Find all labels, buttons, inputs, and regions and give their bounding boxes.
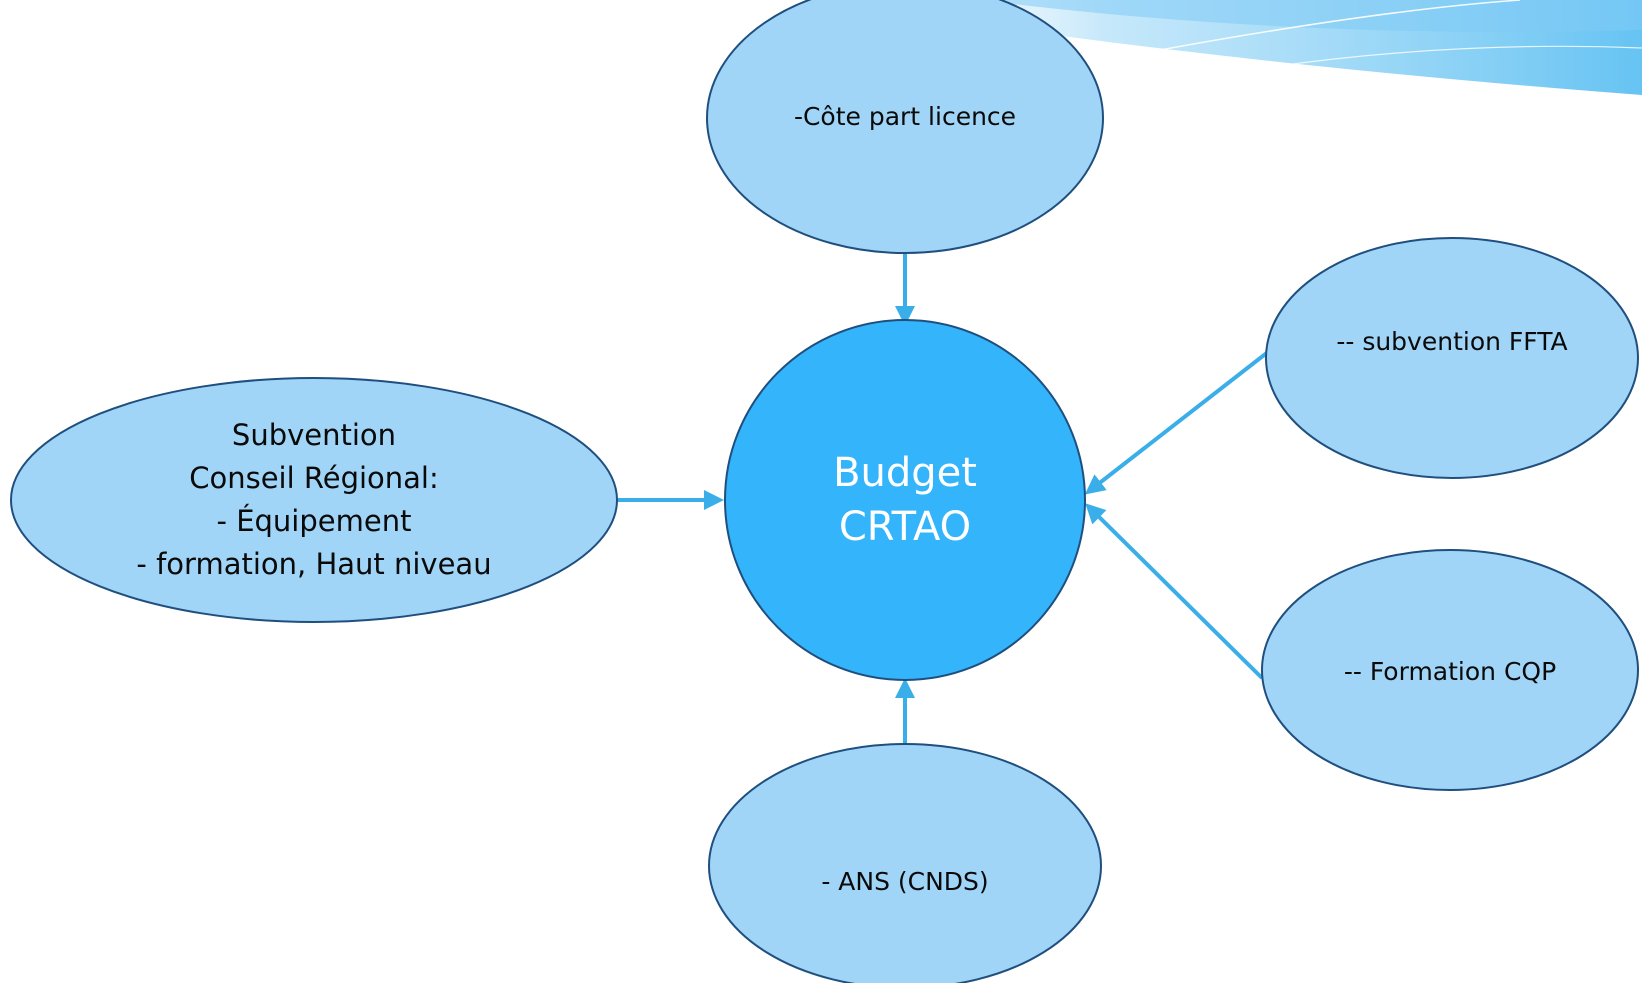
node-bottom-label: - ANS (CNDS) <box>821 867 988 896</box>
node-bottom: - ANS (CNDS) <box>708 743 1102 983</box>
node-left-shape <box>10 377 618 623</box>
node-center: Budget CRTAO <box>724 319 1086 681</box>
node-right-top: -- subvention FFTA <box>1265 237 1639 479</box>
node-top-label: -Côte part licence <box>794 102 1016 131</box>
node-left: Subvention Conseil Régional: - Équipemen… <box>10 377 618 623</box>
node-right-top-shape <box>1265 237 1639 479</box>
node-top: -Côte part licence <box>706 0 1104 254</box>
node-bottom-shape <box>708 743 1102 983</box>
node-left-line-3: - Équipement <box>217 504 412 538</box>
center-title-line-1: Budget <box>833 450 977 496</box>
center-title-line-2: CRTAO <box>839 504 971 550</box>
connector-right-top <box>1084 350 1270 495</box>
connectors <box>617 253 1270 744</box>
node-right-bottom-label: -- Formation CQP <box>1344 657 1556 686</box>
node-right-top-label: -- subvention FFTA <box>1336 327 1567 356</box>
node-top-shape <box>706 0 1104 254</box>
node-right-bottom: -- Formation CQP <box>1261 549 1639 791</box>
node-left-line-4: - formation, Haut niveau <box>136 547 491 581</box>
node-right-bottom-shape <box>1261 549 1639 791</box>
node-center-shape <box>724 319 1086 681</box>
connector-right-bottom <box>1085 503 1264 680</box>
node-left-line-2: Conseil Régional: <box>189 461 439 495</box>
node-left-line-1: Subvention <box>232 418 396 452</box>
